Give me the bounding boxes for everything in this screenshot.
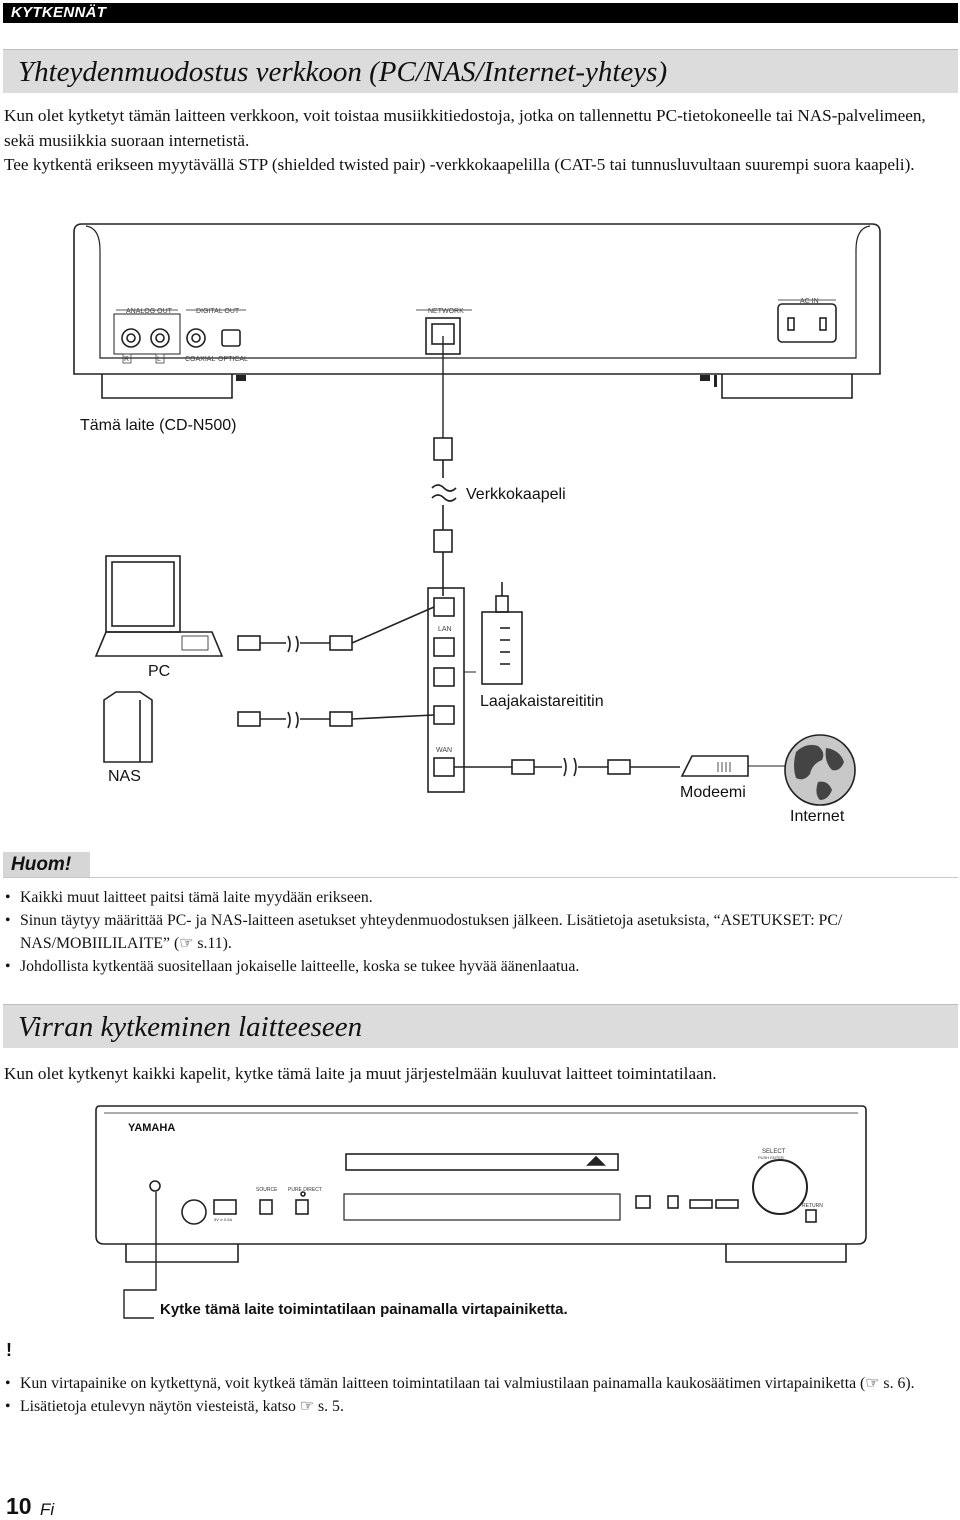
power-intro-p: Kun olet kytkenyt kaikki kapelit, kytke …: [4, 1064, 717, 1083]
device-label: Tämä laite (CD-N500): [80, 417, 236, 434]
lan-port-2: [433, 637, 455, 657]
note-item: Johdollista kytkentää suositellaan jokai…: [2, 955, 947, 978]
note2-title: !: [6, 1340, 12, 1360]
note2-item: Lisätietoja etulevyn näytön viesteistä, …: [2, 1395, 950, 1418]
eject-icon: [586, 1155, 606, 1166]
rear-panel-outline: [73, 223, 881, 375]
network-connection-diagram: ANALOG OUT DIGITAL OUT NETWORK AC IN R L…: [73, 223, 881, 825]
note-title: Huom!: [3, 852, 90, 878]
optical-jack: [221, 329, 241, 347]
rear-foot-right: [721, 374, 853, 399]
note2-item: Kun virtapainike on kytkettynä, voit kyt…: [2, 1372, 950, 1395]
lan-label: LAN: [438, 626, 452, 633]
power-button: [181, 1199, 207, 1225]
power-indicator-icon: [149, 1180, 161, 1192]
internet-globe-icon: [784, 734, 856, 806]
pure-direct-label: PURE DIRECT: [288, 1187, 322, 1193]
select-knob: [752, 1159, 808, 1215]
nas-cable-plug-left: [237, 711, 261, 727]
network-port-label: NETWORK: [428, 308, 464, 315]
coaxial-label: COAXIAL: [185, 356, 215, 363]
ac-inlet: [777, 303, 837, 343]
analog-l-jack: [150, 328, 170, 348]
coaxial-jack: [186, 328, 206, 348]
ac-in-label: AC IN: [800, 298, 819, 305]
return-button: [805, 1209, 817, 1223]
lan-port-4: [433, 705, 455, 725]
front-foot-right: [725, 1244, 847, 1263]
cable-break-top: [431, 484, 457, 492]
section-tag: KYTKENNÄT: [3, 3, 958, 23]
lan-port-1: [433, 597, 455, 617]
lan-port-3: [433, 667, 455, 687]
pc-keyboard: [94, 631, 224, 657]
note-item: Kaikki muut laitteet paitsi tämä laite m…: [2, 886, 947, 909]
front-panel-diagram: YAMAHA SELECT PUSH ENTER SOURCE PURE DIR…: [95, 1105, 867, 1319]
nas-cable-plug-right: [329, 711, 353, 727]
front-foot-left: [125, 1244, 239, 1263]
modem-body: [680, 755, 749, 777]
rear-panel-inner: [85, 225, 871, 359]
section-title-power: Virran kytkeminen laitteeseen: [18, 1011, 363, 1043]
source-button: [259, 1199, 273, 1215]
r-label: R: [124, 356, 129, 363]
note-item: Sinun täytyy määrittää PC- ja NAS-laitte…: [2, 909, 947, 955]
skip-back-button: [689, 1199, 713, 1209]
network-intro-p2: Tee kytkentä erikseen myytävällä STP (sh…: [4, 155, 915, 174]
router-label: Laajakaistareititin: [480, 693, 604, 710]
network-intro: Kun olet kytketyt tämän laitteen verkkoo…: [4, 104, 956, 178]
section-heading-power: Virran kytkeminen laitteeseen: [3, 1004, 958, 1048]
analog-out-label: ANALOG OUT: [126, 308, 173, 315]
page-number: 10: [6, 1493, 32, 1519]
wan-cable-plug-left: [511, 759, 535, 775]
note-list: Kaikki muut laitteet paitsi tämä laite m…: [2, 886, 947, 978]
usb-port: [213, 1199, 237, 1215]
note-divider: [3, 877, 958, 878]
section-title-network: Yhteydenmuodostus verkkoon (PC/NAS/Inter…: [18, 56, 668, 88]
analog-r-jack: [121, 328, 141, 348]
select-label: SELECT: [762, 1149, 786, 1155]
modem-label: Modeemi: [680, 784, 746, 801]
wan-port: [433, 757, 455, 777]
router-body: [481, 611, 523, 685]
source-label: SOURCE: [256, 1187, 278, 1193]
pc-cable-plug-right: [329, 635, 353, 651]
pc-cable-plug-left: [237, 635, 261, 651]
return-label: RETURN: [802, 1203, 823, 1209]
section-heading-network: Yhteydenmuodostus verkkoon (PC/NAS/Inter…: [3, 49, 958, 93]
cable-label: Verkkokaapeli: [466, 486, 566, 503]
play-pause-button: [635, 1195, 651, 1209]
nas-label: NAS: [108, 768, 141, 785]
wan-cable-plug-right: [607, 759, 631, 775]
rear-foot-left: [101, 374, 233, 399]
pure-direct-button: [295, 1199, 309, 1215]
power-intro: Kun olet kytkenyt kaikki kapelit, kytke …: [4, 1062, 956, 1087]
cable-plug-bottom: [433, 529, 453, 553]
front-display: [343, 1193, 621, 1221]
select-sub-label: PUSH ENTER: [758, 1155, 784, 1160]
cable-plug-top: [433, 437, 453, 461]
digital-out-label: DIGITAL OUT: [196, 308, 240, 315]
l-label: L: [157, 356, 161, 363]
pc-label: PC: [148, 663, 170, 680]
router-port-column: [427, 587, 465, 793]
usb-label: 5V ═ 0.5A: [214, 1217, 233, 1222]
nas-body: [103, 691, 153, 763]
internet-label: Internet: [790, 808, 845, 825]
wan-label: WAN: [436, 747, 452, 754]
power-callout-line: [123, 1192, 157, 1319]
optical-label: OPTICAL: [218, 356, 248, 363]
pc-screen: [105, 555, 181, 633]
analog-jack-group: [113, 313, 181, 355]
network-intro-p1: Kun olet kytketyt tämän laitteen verkkoo…: [4, 106, 926, 150]
power-caption: Kytke tämä laite toimintatilaan painamal…: [160, 1301, 568, 1318]
disc-tray: [345, 1153, 619, 1171]
front-panel-outline: [95, 1105, 867, 1245]
skip-forward-button: [715, 1199, 739, 1209]
note2-list: Kun virtapainike on kytkettynä, voit kyt…: [2, 1372, 950, 1418]
stop-button: [667, 1195, 679, 1209]
page-language: Fi: [40, 1500, 55, 1519]
yamaha-logo: YAMAHA: [128, 1122, 175, 1134]
